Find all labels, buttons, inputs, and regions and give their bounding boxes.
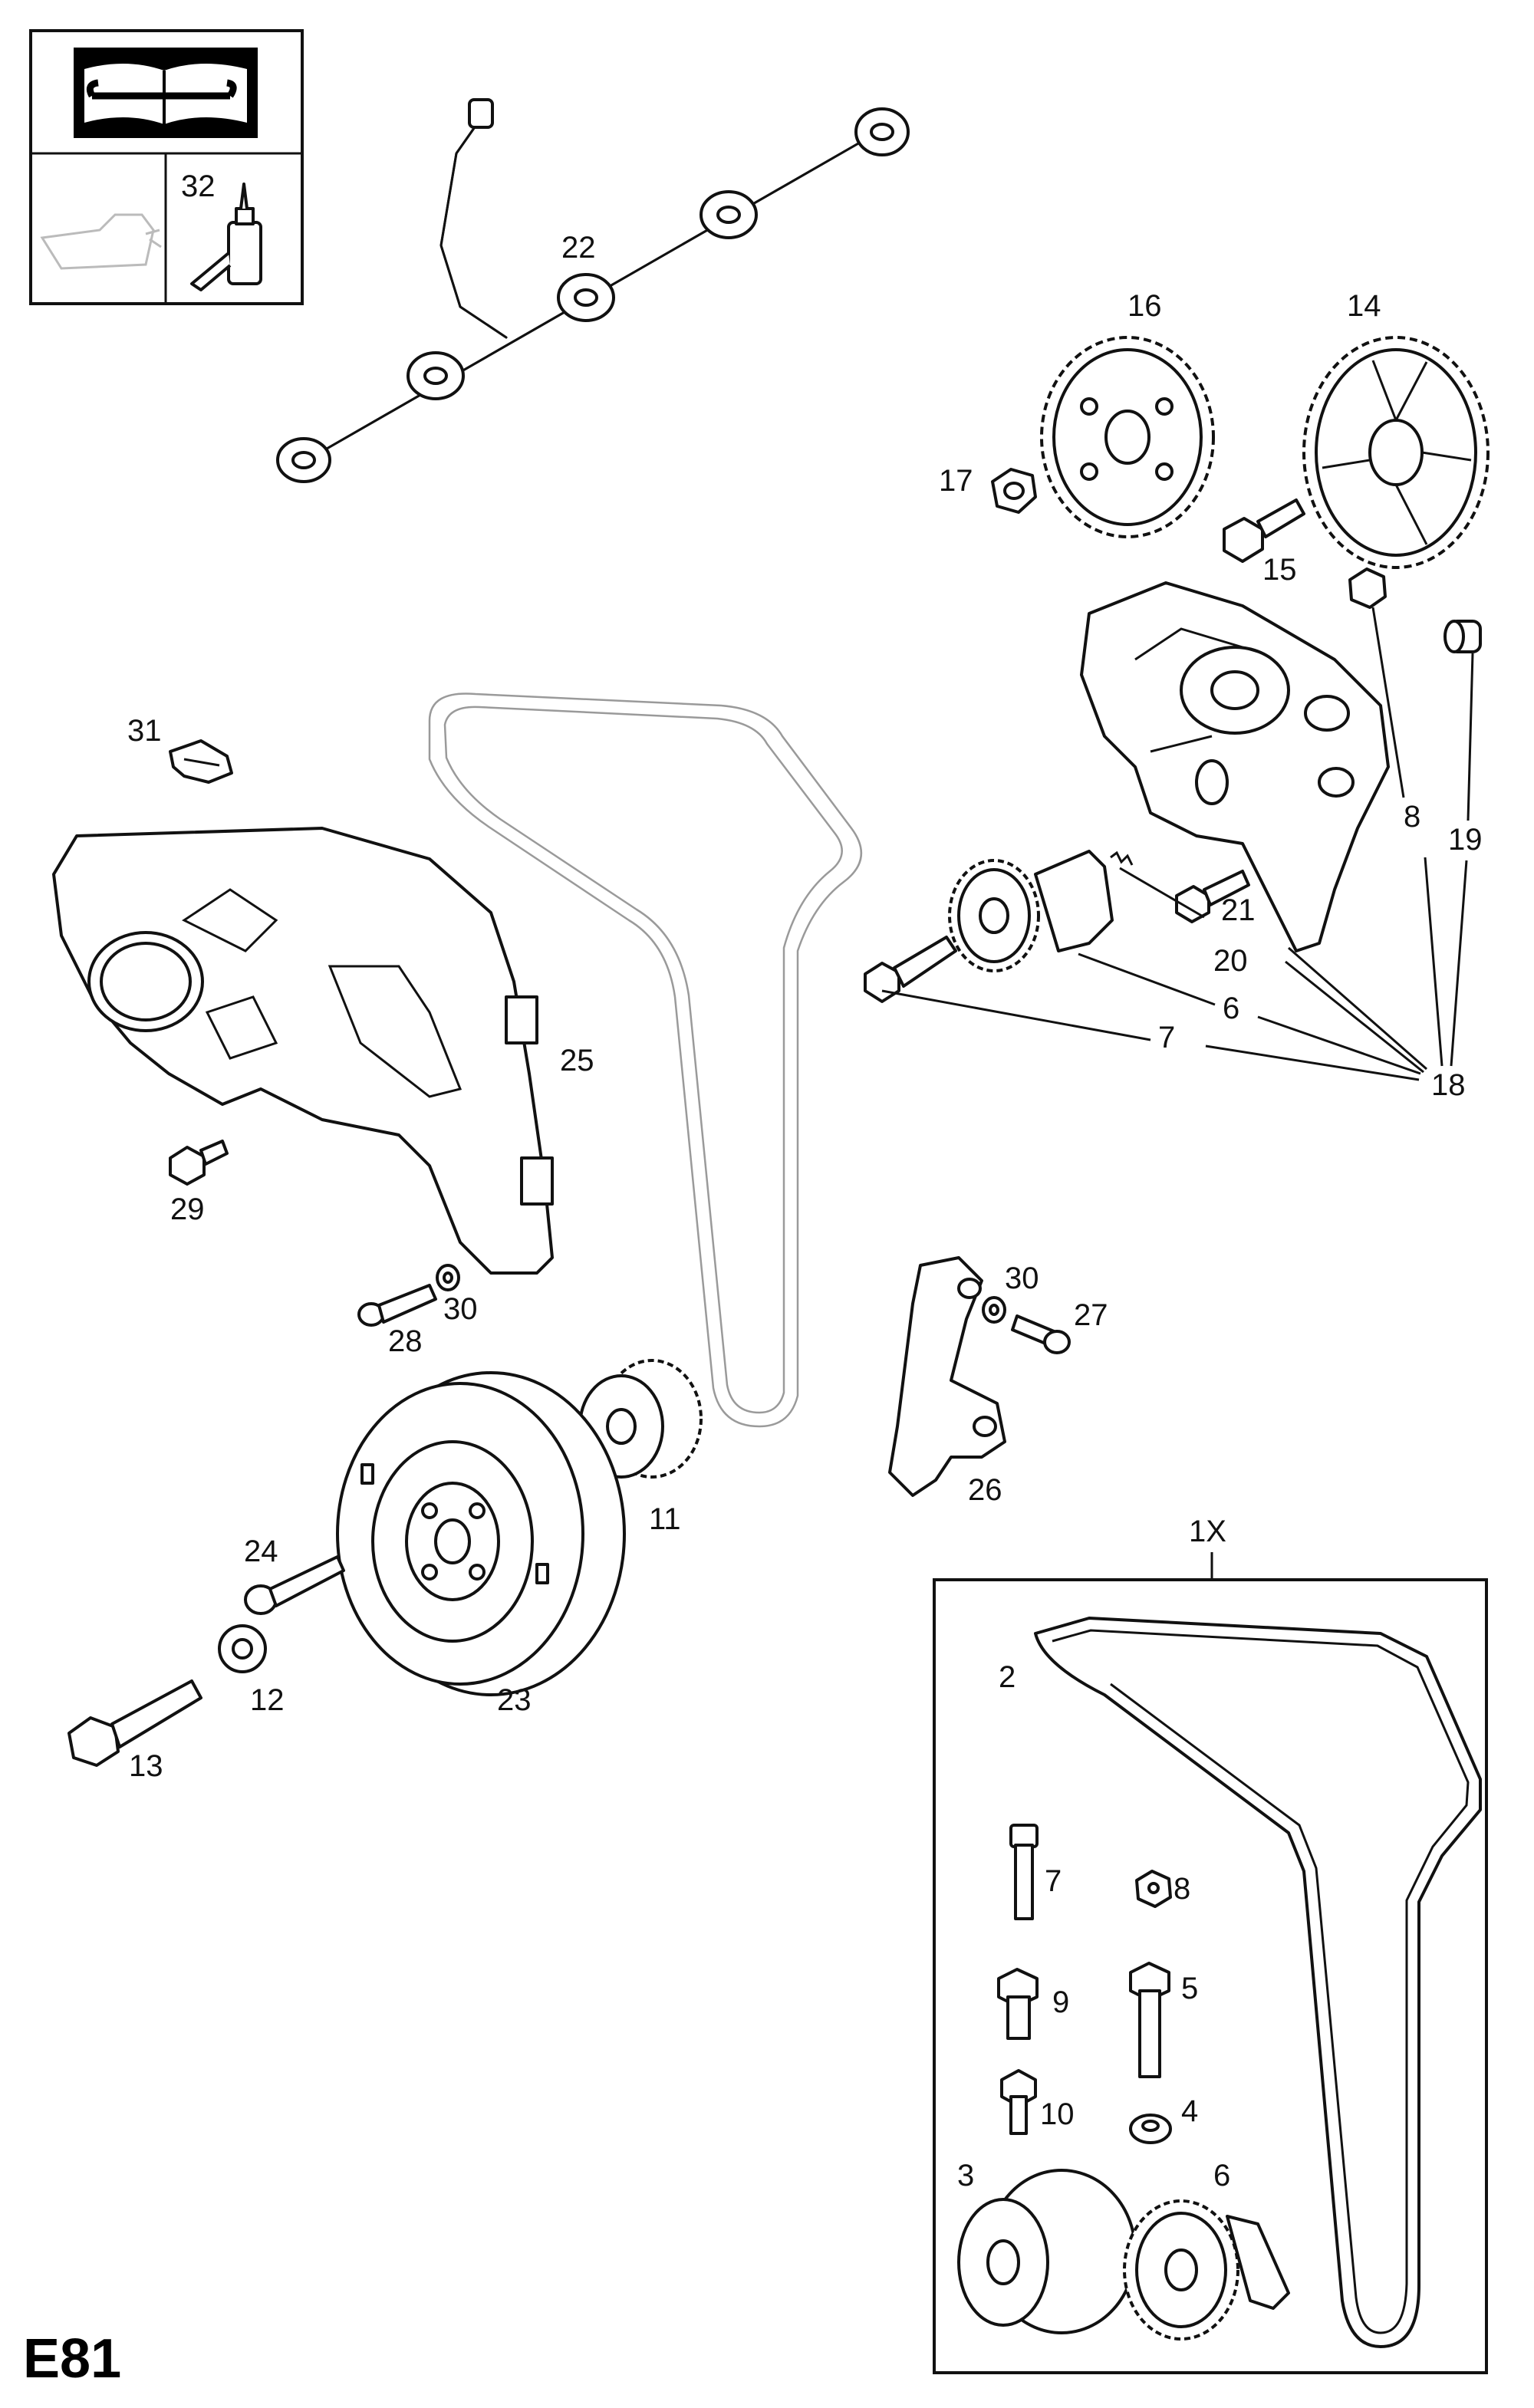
callout-8: 8 [1404, 800, 1420, 834]
washer-30a [436, 1264, 460, 1291]
bolt-28 [357, 1284, 437, 1327]
kit-callout-3: 3 [957, 2159, 974, 2193]
callout-21: 21 [1221, 893, 1256, 927]
callout-19: 19 [1448, 823, 1483, 857]
callout-22: 22 [561, 231, 596, 265]
lubricant-callout: 32 [181, 169, 216, 203]
spring-20 [1110, 850, 1134, 866]
sealant-tube-icon [190, 183, 262, 291]
callout-29: 29 [170, 1192, 205, 1226]
kit-idler-pulley-3 [957, 2169, 1137, 2334]
callout-30b: 30 [1005, 1262, 1039, 1295]
callout-6: 6 [1223, 992, 1239, 1025]
callout-20: 20 [1213, 944, 1248, 978]
callout-16: 16 [1127, 289, 1162, 323]
kit-bolt-7 [1009, 1824, 1039, 1920]
bolt-21 [1175, 870, 1250, 923]
kit-label: 1X [1189, 1515, 1226, 1548]
kit-callout-2: 2 [999, 1660, 1016, 1694]
callout-31: 31 [127, 714, 162, 748]
oil-can-icon [40, 213, 162, 270]
kit-nut-8 [1135, 1870, 1172, 1908]
kit-bolt-5 [1129, 1962, 1170, 2078]
bush-19 [1443, 620, 1482, 653]
callout-24: 24 [244, 1535, 278, 1568]
callout-23: 23 [497, 1683, 532, 1717]
callout-14: 14 [1347, 289, 1381, 323]
timing-cover-25 [52, 827, 554, 1275]
bolt-24 [244, 1555, 345, 1615]
callout-25: 25 [560, 1044, 594, 1077]
callout-26: 26 [968, 1473, 1002, 1507]
callout-11: 11 [649, 1502, 681, 1536]
kit-bolt-10 [1000, 2069, 1037, 2135]
nut-8 [1348, 567, 1387, 609]
kit-callout-8: 8 [1174, 1872, 1190, 1906]
callout-13: 13 [129, 1749, 163, 1783]
fuel-return-rail [276, 98, 910, 483]
kit-bolt-9 [997, 1968, 1039, 2040]
bolt-13 [67, 1679, 202, 1767]
callout-28: 28 [388, 1324, 423, 1358]
washer-30b [982, 1296, 1006, 1324]
callout-17: 17 [939, 464, 973, 498]
callout-18: 18 [1431, 1068, 1466, 1102]
kit-callout-4: 4 [1181, 2094, 1198, 2128]
bolt-27 [1011, 1314, 1071, 1354]
pump-bracket [1080, 581, 1390, 952]
repair-manual-icon [74, 48, 258, 138]
kit-box: 2 7 8 9 5 10 4 [933, 1578, 1488, 2374]
kit-callout-10: 10 [1040, 2097, 1075, 2131]
flange-nut-17 [991, 468, 1037, 514]
camshaft-pulley-14 [1302, 336, 1490, 569]
callout-12: 12 [250, 1683, 285, 1717]
tensioner-pulley [948, 850, 1114, 972]
kit-tensioner-6 [1123, 2199, 1290, 2341]
timing-belt-outline [428, 692, 863, 1428]
bolt-29 [169, 1140, 229, 1186]
legend-box: 32 [29, 29, 304, 305]
kit-washer-4 [1129, 2114, 1172, 2144]
damper-pulley-23 [336, 1371, 626, 1696]
washer-12 [218, 1624, 267, 1673]
kit-callout-6: 6 [1213, 2159, 1230, 2193]
page-id: E81 [23, 2328, 121, 2390]
belt-guide-clip-31 [169, 739, 233, 784]
callout-30a: 30 [443, 1292, 478, 1326]
callout-15: 15 [1262, 553, 1297, 587]
bolt-15 [1223, 498, 1305, 563]
kit-callout-5: 5 [1181, 1972, 1198, 2005]
kit-callout-9: 9 [1052, 1985, 1069, 2019]
callout-7: 7 [1158, 1021, 1175, 1054]
kit-timing-belt [1034, 1617, 1482, 2348]
camshaft-pulley-16 [1040, 336, 1215, 538]
bolt-7 [864, 936, 957, 1003]
guide-rail-26 [888, 1256, 1006, 1497]
callout-27: 27 [1074, 1298, 1108, 1332]
kit-callout-7: 7 [1045, 1864, 1062, 1898]
